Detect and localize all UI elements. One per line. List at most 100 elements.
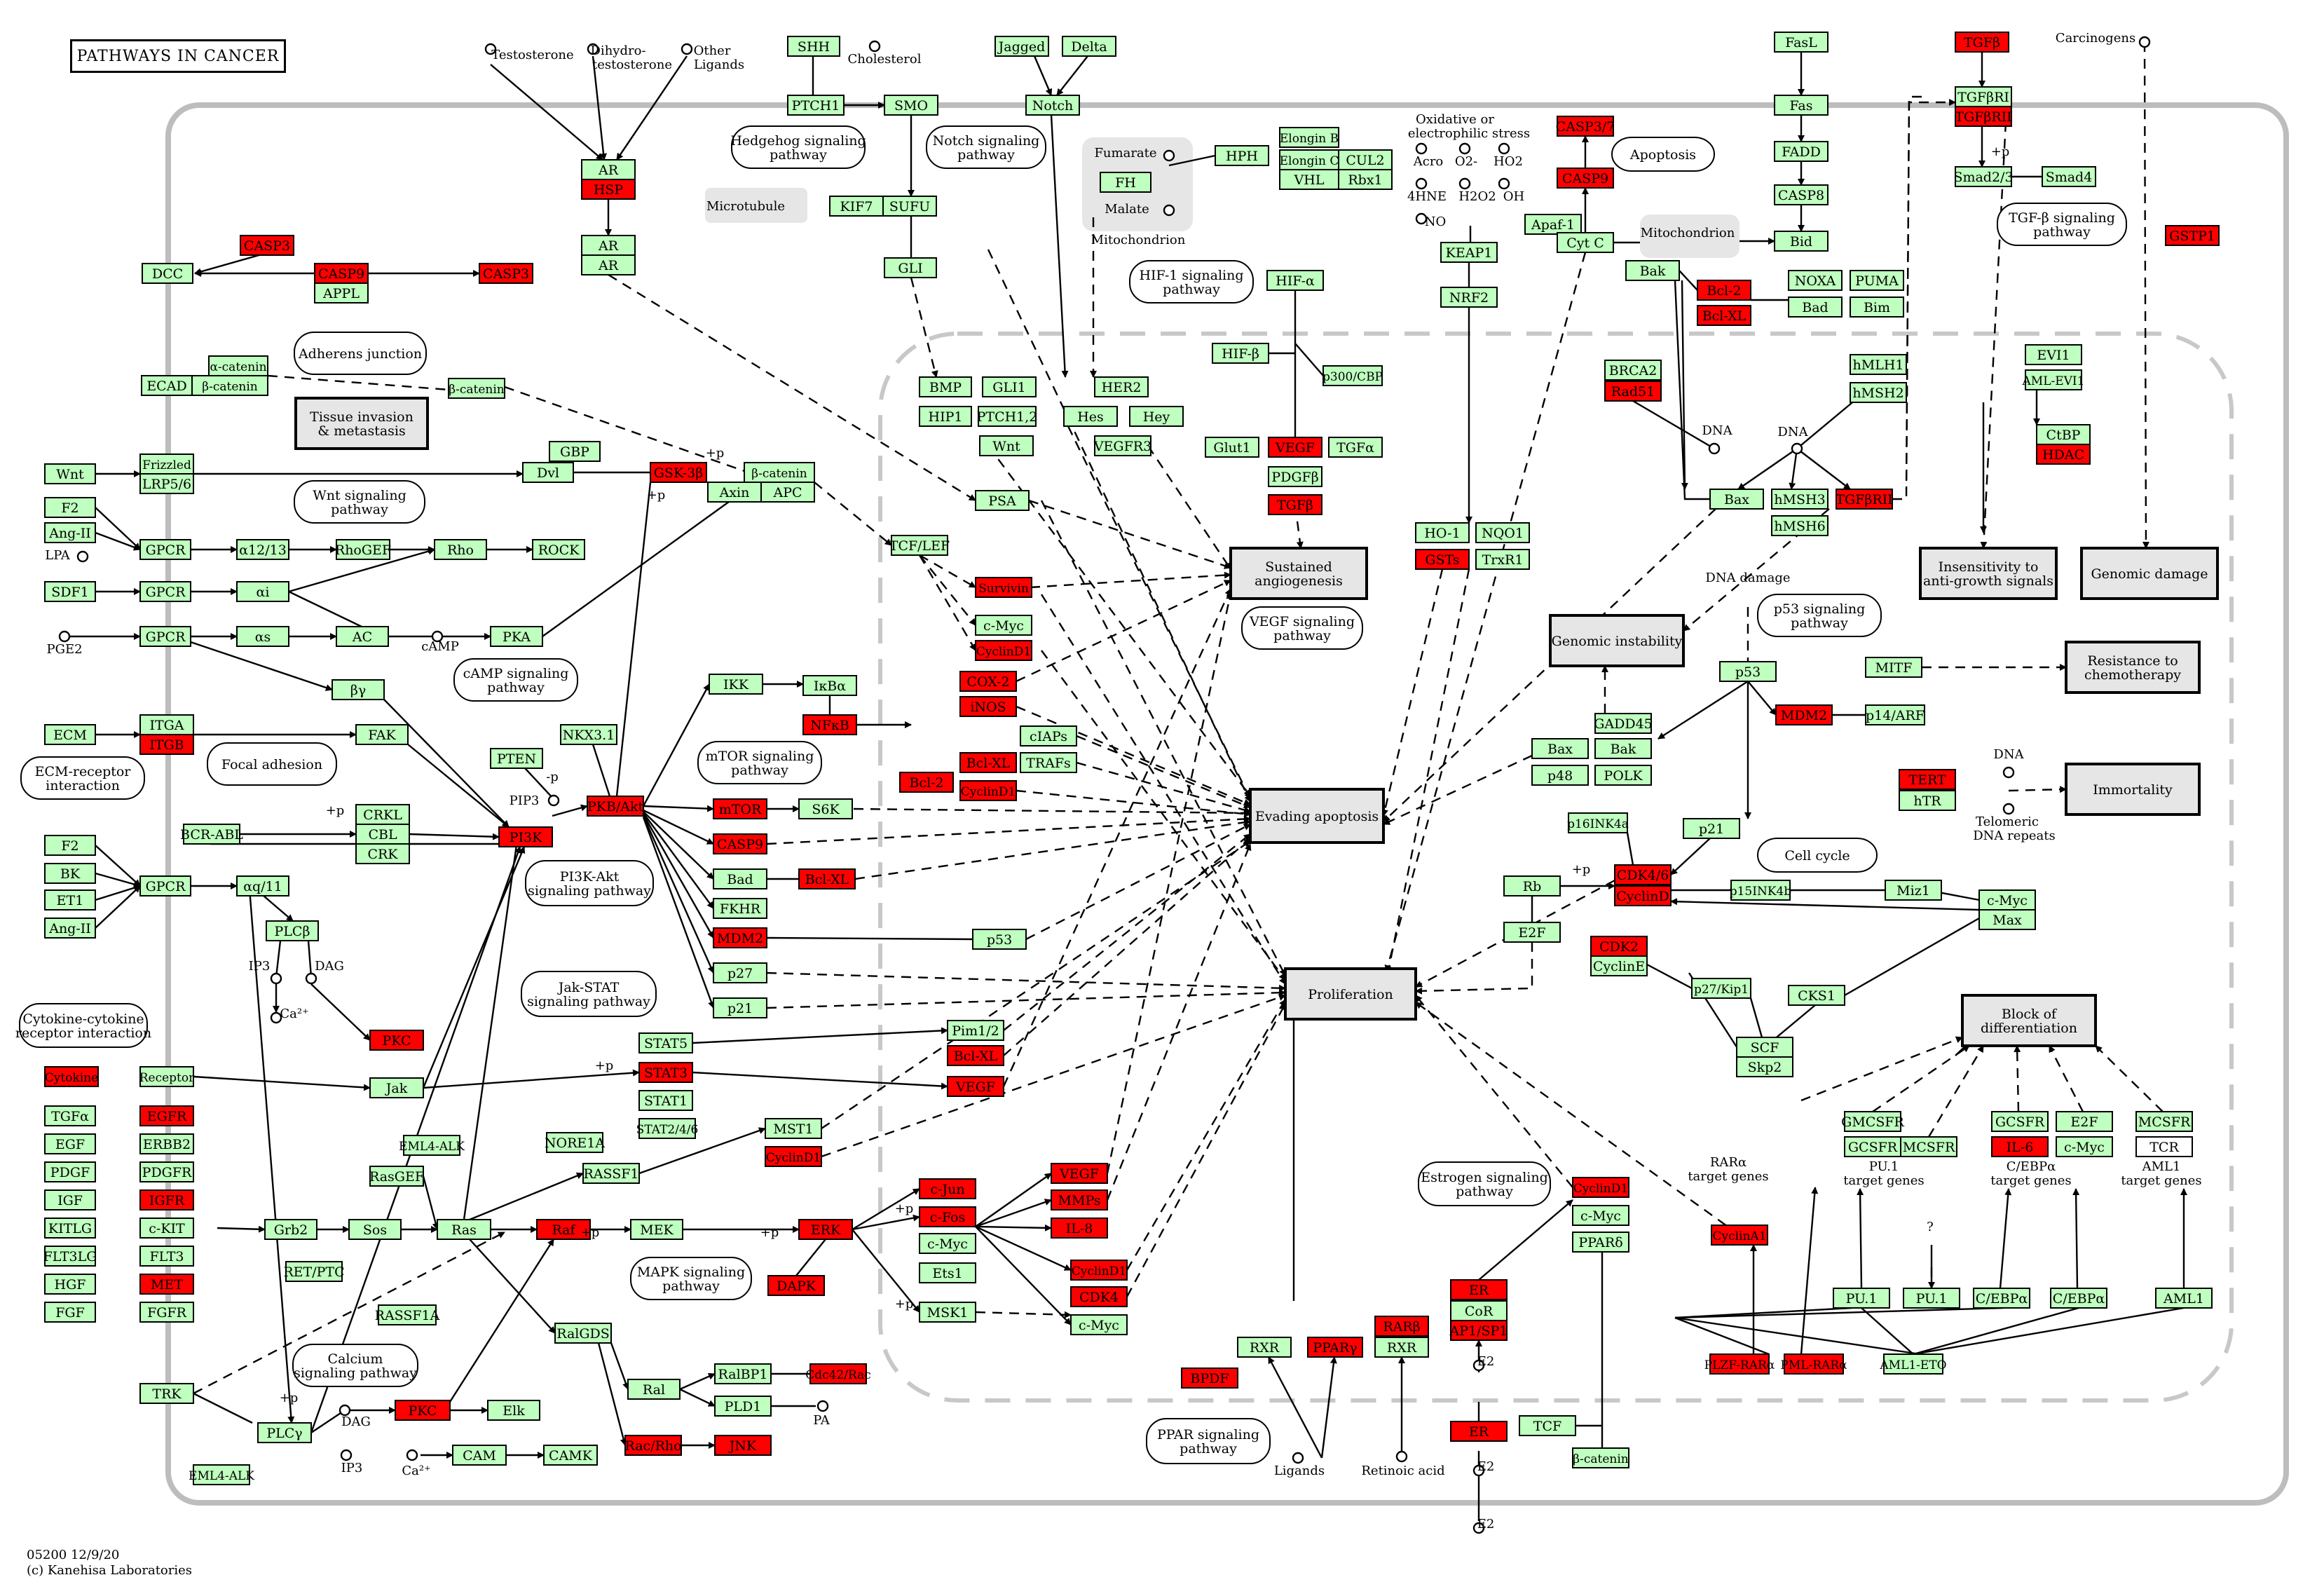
gene-node-bak2[interactable]: Bak <box>1594 738 1652 759</box>
gene-node-egfr[interactable]: EGFR <box>139 1105 194 1126</box>
gene-node-survivin[interactable]: Survivin <box>975 577 1032 598</box>
gene-node-her2[interactable]: HER2 <box>1094 376 1149 397</box>
gene-node-smad23[interactable]: Smad2/3 <box>1953 166 2014 187</box>
gene-node-p21b[interactable]: p21 <box>1683 818 1740 839</box>
gene-node-er2[interactable]: ER <box>1450 1421 1508 1442</box>
gene-node-cox2[interactable]: COX-2 <box>959 671 1017 692</box>
gene-node-ar1[interactable]: AR <box>581 159 636 180</box>
gene-node-frizzled[interactable]: Frizzled <box>139 453 194 475</box>
gene-node-jak[interactable]: Jak <box>369 1077 424 1098</box>
gene-node-wnt2[interactable]: Wnt <box>979 435 1034 456</box>
gene-node-plcb[interactable]: PLCβ <box>266 920 319 941</box>
gene-node-cmyc4[interactable]: c-Myc <box>1978 889 2036 911</box>
gene-node-crk[interactable]: CRK <box>355 843 410 864</box>
gene-node-cyclind1[interactable]: CyclinD1 <box>975 640 1032 661</box>
gene-node-hmlh1[interactable]: hMLH1 <box>1850 354 1907 375</box>
gene-node-p27a[interactable]: p27 <box>713 962 767 983</box>
gene-node-rock[interactable]: ROCK <box>532 539 585 560</box>
gene-node-bmp[interactable]: BMP <box>919 376 972 397</box>
gene-node-aq11[interactable]: αq/11 <box>236 875 289 896</box>
gene-node-stat3[interactable]: STAT3 <box>638 1062 693 1083</box>
gene-node-ho1[interactable]: HO-1 <box>1415 522 1470 543</box>
gene-node-fh[interactable]: FH <box>1100 172 1151 193</box>
gene-node-bcat3[interactable]: β-catenin <box>744 462 815 483</box>
gene-node-rxr2[interactable]: RXR <box>1374 1337 1429 1358</box>
gene-node-f2b[interactable]: F2 <box>44 835 96 856</box>
gene-node-gmcsfr[interactable]: GMCSFR <box>1841 1111 1905 1132</box>
gene-node-tgfb2[interactable]: TGFβ <box>1268 494 1322 515</box>
gene-node-igf[interactable]: IGF <box>44 1189 96 1210</box>
gene-node-dcc[interactable]: DCC <box>142 263 193 284</box>
gene-node-vegfc[interactable]: VEGF <box>1051 1163 1108 1184</box>
gene-node-ikk[interactable]: IKK <box>709 674 763 695</box>
gene-node-gsk3b[interactable]: GSK-3β <box>650 462 707 483</box>
gene-node-traf[interactable]: TRAFs <box>1020 752 1077 773</box>
gene-node-hes[interactable]: Hes <box>1063 406 1118 427</box>
gene-node-jagged[interactable]: Jagged <box>994 36 1049 57</box>
gene-node-nfkb[interactable]: NFκB <box>802 714 857 735</box>
gene-node-cmyc5[interactable]: c-Myc <box>2056 1136 2113 1157</box>
gene-node-ap1sp1[interactable]: AP1/SP1 <box>1449 1320 1508 1341</box>
gene-node-ai[interactable]: αi <box>236 581 289 602</box>
gene-node-elonginc[interactable]: Elongin C <box>1279 149 1339 170</box>
gene-node-cdk4a[interactable]: CDK4 <box>1070 1286 1128 1307</box>
gene-node-stat246[interactable]: STAT2/4/6 <box>636 1118 699 1139</box>
gene-node-pka[interactable]: PKA <box>490 626 543 647</box>
gene-node-pi3k[interactable]: PI3K <box>498 826 553 847</box>
gene-node-vhl[interactable]: VHL <box>1279 169 1339 190</box>
gene-node-cbl[interactable]: CBL <box>355 824 410 845</box>
gene-node-rasgef[interactable]: RasGEF <box>369 1166 424 1187</box>
gene-node-fkhr[interactable]: FKHR <box>713 898 767 919</box>
gene-node-racrho[interactable]: Rac/Rho <box>624 1435 682 1456</box>
gene-node-p15ink4b[interactable]: p15INK4b <box>1730 880 1792 901</box>
gene-node-ciaps[interactable]: cIAPs <box>1020 725 1077 746</box>
gene-node-aml1[interactable]: AML1 <box>2155 1288 2213 1309</box>
gene-node-gsts[interactable]: GSTs <box>1415 549 1470 570</box>
gene-node-ac[interactable]: AC <box>336 626 389 647</box>
gene-node-miz1[interactable]: Miz1 <box>1885 880 1942 901</box>
gene-node-vegfa[interactable]: VEGF <box>1268 437 1322 458</box>
gene-node-ckit[interactable]: c-KIT <box>139 1218 194 1239</box>
gene-node-hsp[interactable]: HSP <box>581 179 636 200</box>
gene-node-er1[interactable]: ER <box>1450 1279 1508 1300</box>
gene-node-pld1[interactable]: PLD1 <box>714 1396 772 1417</box>
gene-node-rbx1[interactable]: Rbx1 <box>1338 169 1393 190</box>
gene-node-casp8[interactable]: CASP8 <box>1774 184 1829 205</box>
gene-node-cfos[interactable]: c-Fos <box>919 1206 976 1227</box>
gene-node-gadd45[interactable]: GADD45 <box>1594 713 1653 734</box>
gene-node-cks1[interactable]: CKS1 <box>1788 985 1845 1006</box>
gene-node-brca2[interactable]: BRCA2 <box>1604 360 1662 381</box>
gene-node-cyclind1e[interactable]: CyclinD1 <box>1572 1177 1629 1198</box>
gene-node-amlevi1[interactable]: AML-EVI1 <box>2022 369 2085 390</box>
gene-node-casp9a[interactable]: CASP9 <box>314 263 369 284</box>
gene-node-bcat1[interactable]: β-catenin <box>191 375 268 396</box>
gene-node-pbcatenin[interactable]: β-catenin <box>1572 1447 1629 1468</box>
gene-node-cebpa1[interactable]: C/EBPα <box>1973 1288 2030 1309</box>
gene-node-p53b[interactable]: p53 <box>1719 661 1777 682</box>
gene-node-crkl[interactable]: CRKL <box>355 804 410 825</box>
pathway-map-adherens[interactable]: Adherens junction <box>294 332 427 375</box>
gene-node-f2a[interactable]: F2 <box>44 497 96 518</box>
gene-node-rarb[interactable]: RARβ <box>1374 1316 1429 1337</box>
pathway-map-focal[interactable]: Focal adhesion <box>207 742 337 786</box>
gene-node-axin[interactable]: Axin <box>707 482 762 503</box>
gene-node-gli[interactable]: GLI <box>884 257 937 278</box>
gene-node-hph[interactable]: HPH <box>1215 145 1269 166</box>
gene-node-pparg[interactable]: PPARγ <box>1307 1337 1363 1358</box>
gene-node-retptc[interactable]: RET/PTC <box>283 1261 345 1282</box>
gene-node-bcl2b[interactable]: Bcl-2 <box>1697 280 1751 301</box>
gene-node-notch[interactable]: Notch <box>1025 95 1080 116</box>
gene-node-cor[interactable]: CoR <box>1450 1300 1508 1321</box>
gene-node-cebpa2[interactable]: C/EBPα <box>2050 1288 2107 1309</box>
gene-node-bclxld[interactable]: Bcl-XL <box>1697 305 1751 326</box>
gene-node-bad2[interactable]: Bad <box>1788 296 1843 318</box>
gene-node-ppar_bpdf[interactable]: BPDF <box>1181 1368 1238 1389</box>
gene-node-rb[interactable]: Rb <box>1503 875 1561 896</box>
